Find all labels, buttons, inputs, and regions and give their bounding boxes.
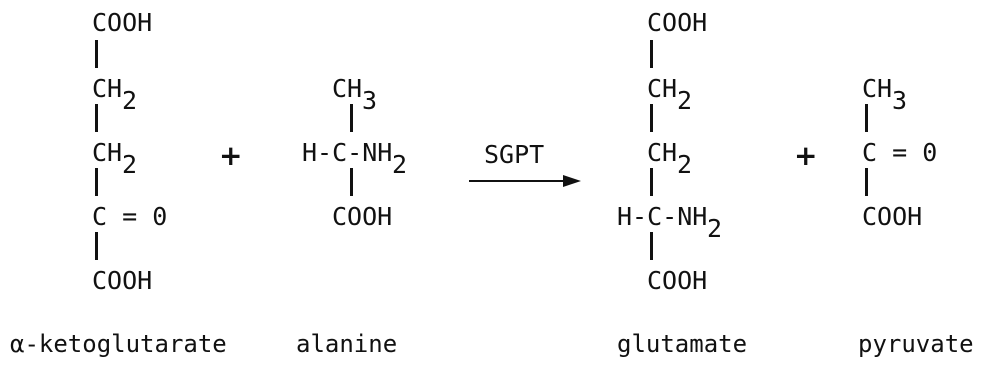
ala-alpha-carbon: H-C-NH xyxy=(302,138,393,167)
compound-name-alpha-ketoglutarate: α-ketoglutarate xyxy=(10,330,227,358)
plus-sign-right: + xyxy=(794,139,818,172)
ala-carboxyl: COOH xyxy=(332,202,393,231)
glu-bottom-carboxyl: COOH xyxy=(647,266,708,295)
pyr-bond-1 xyxy=(865,104,868,132)
akg-ch2-lower-subscript: 2 xyxy=(122,150,138,179)
akg-bond-2 xyxy=(95,104,98,132)
glu-bond-3 xyxy=(650,168,653,196)
glu-ch2-lower: CH xyxy=(647,138,678,167)
akg-bond-3 xyxy=(95,168,98,196)
glu-amine-subscript: 2 xyxy=(707,214,723,243)
glu-bond-4 xyxy=(650,232,653,260)
akg-top-carboxyl: COOH xyxy=(92,8,153,37)
pyr-bond-2 xyxy=(865,168,868,196)
akg-keto-group: C = 0 xyxy=(92,202,168,231)
ala-methyl: CH xyxy=(332,74,363,103)
pyr-keto-group: C = 0 xyxy=(862,138,938,167)
arrow-head-icon xyxy=(563,175,581,187)
ala-bond-1 xyxy=(350,104,353,132)
akg-ch2-upper-subscript: 2 xyxy=(122,86,138,115)
glu-bond-2 xyxy=(650,104,653,132)
glu-alpha-carbon: H-C-NH xyxy=(617,202,708,231)
glu-top-carboxyl: COOH xyxy=(647,8,708,37)
arrow-shaft xyxy=(469,180,564,182)
ala-amine-subscript: 2 xyxy=(392,150,408,179)
pyr-methyl-subscript: 3 xyxy=(892,86,908,115)
akg-ch2-upper: CH xyxy=(92,74,123,103)
compound-name-alanine: alanine xyxy=(296,330,398,358)
pyr-methyl: CH xyxy=(862,74,893,103)
enzyme-label: SGPT xyxy=(484,140,545,169)
glu-ch2-lower-subscript: 2 xyxy=(677,150,693,179)
akg-bond-4 xyxy=(95,232,98,260)
glu-ch2-upper: CH xyxy=(647,74,678,103)
compound-name-glutamate: glutamate xyxy=(617,330,748,358)
ala-methyl-subscript: 3 xyxy=(362,86,378,115)
pyr-carboxyl: COOH xyxy=(862,202,923,231)
akg-ch2-lower: CH xyxy=(92,138,123,167)
glu-bond-1 xyxy=(650,40,653,68)
akg-bond-1 xyxy=(95,40,98,68)
compound-name-pyruvate: pyruvate xyxy=(858,330,974,358)
plus-sign-left: + xyxy=(219,139,243,172)
glu-ch2-upper-subscript: 2 xyxy=(677,86,693,115)
akg-bottom-carboxyl: COOH xyxy=(92,266,153,295)
ala-bond-2 xyxy=(350,168,353,196)
